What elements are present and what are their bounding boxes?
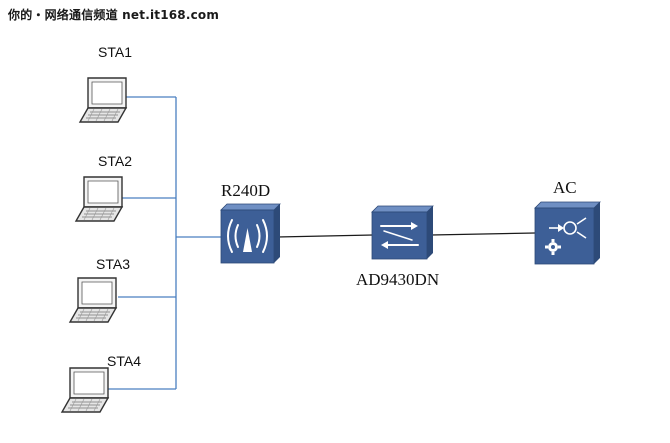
sta2-node: STA2	[75, 153, 132, 222]
sta1-label: STA1	[98, 44, 132, 60]
switch-node: AD9430DN	[356, 205, 439, 289]
sta3-node: STA3	[69, 256, 130, 323]
switch-label: AD9430DN	[356, 270, 439, 289]
wireless-ap-icon	[220, 203, 281, 264]
ap-node: R240D	[220, 181, 281, 264]
watermark-text: 你的・网络通信频道 net.it168.com	[8, 8, 220, 22]
laptop-icon	[61, 367, 109, 413]
ap-to-switch-link	[276, 234, 374, 238]
backbone-links	[276, 232, 536, 238]
laptop-icon	[79, 77, 127, 123]
sta1-node: STA1	[79, 44, 132, 123]
sta3-label: STA3	[96, 256, 130, 272]
sta2-label: STA2	[98, 153, 132, 169]
ac-node: AC	[534, 178, 601, 265]
switch-icon	[371, 205, 434, 260]
sta4-label: STA4	[107, 353, 141, 369]
station-links	[108, 96, 221, 390]
laptop-icon	[75, 176, 123, 222]
ac-label: AC	[553, 178, 577, 197]
sta4-node: STA4	[61, 353, 141, 413]
laptop-icon	[69, 277, 117, 323]
ap-label: R240D	[221, 181, 270, 200]
access-controller-icon	[534, 201, 601, 265]
switch-to-ac-link	[430, 232, 536, 236]
